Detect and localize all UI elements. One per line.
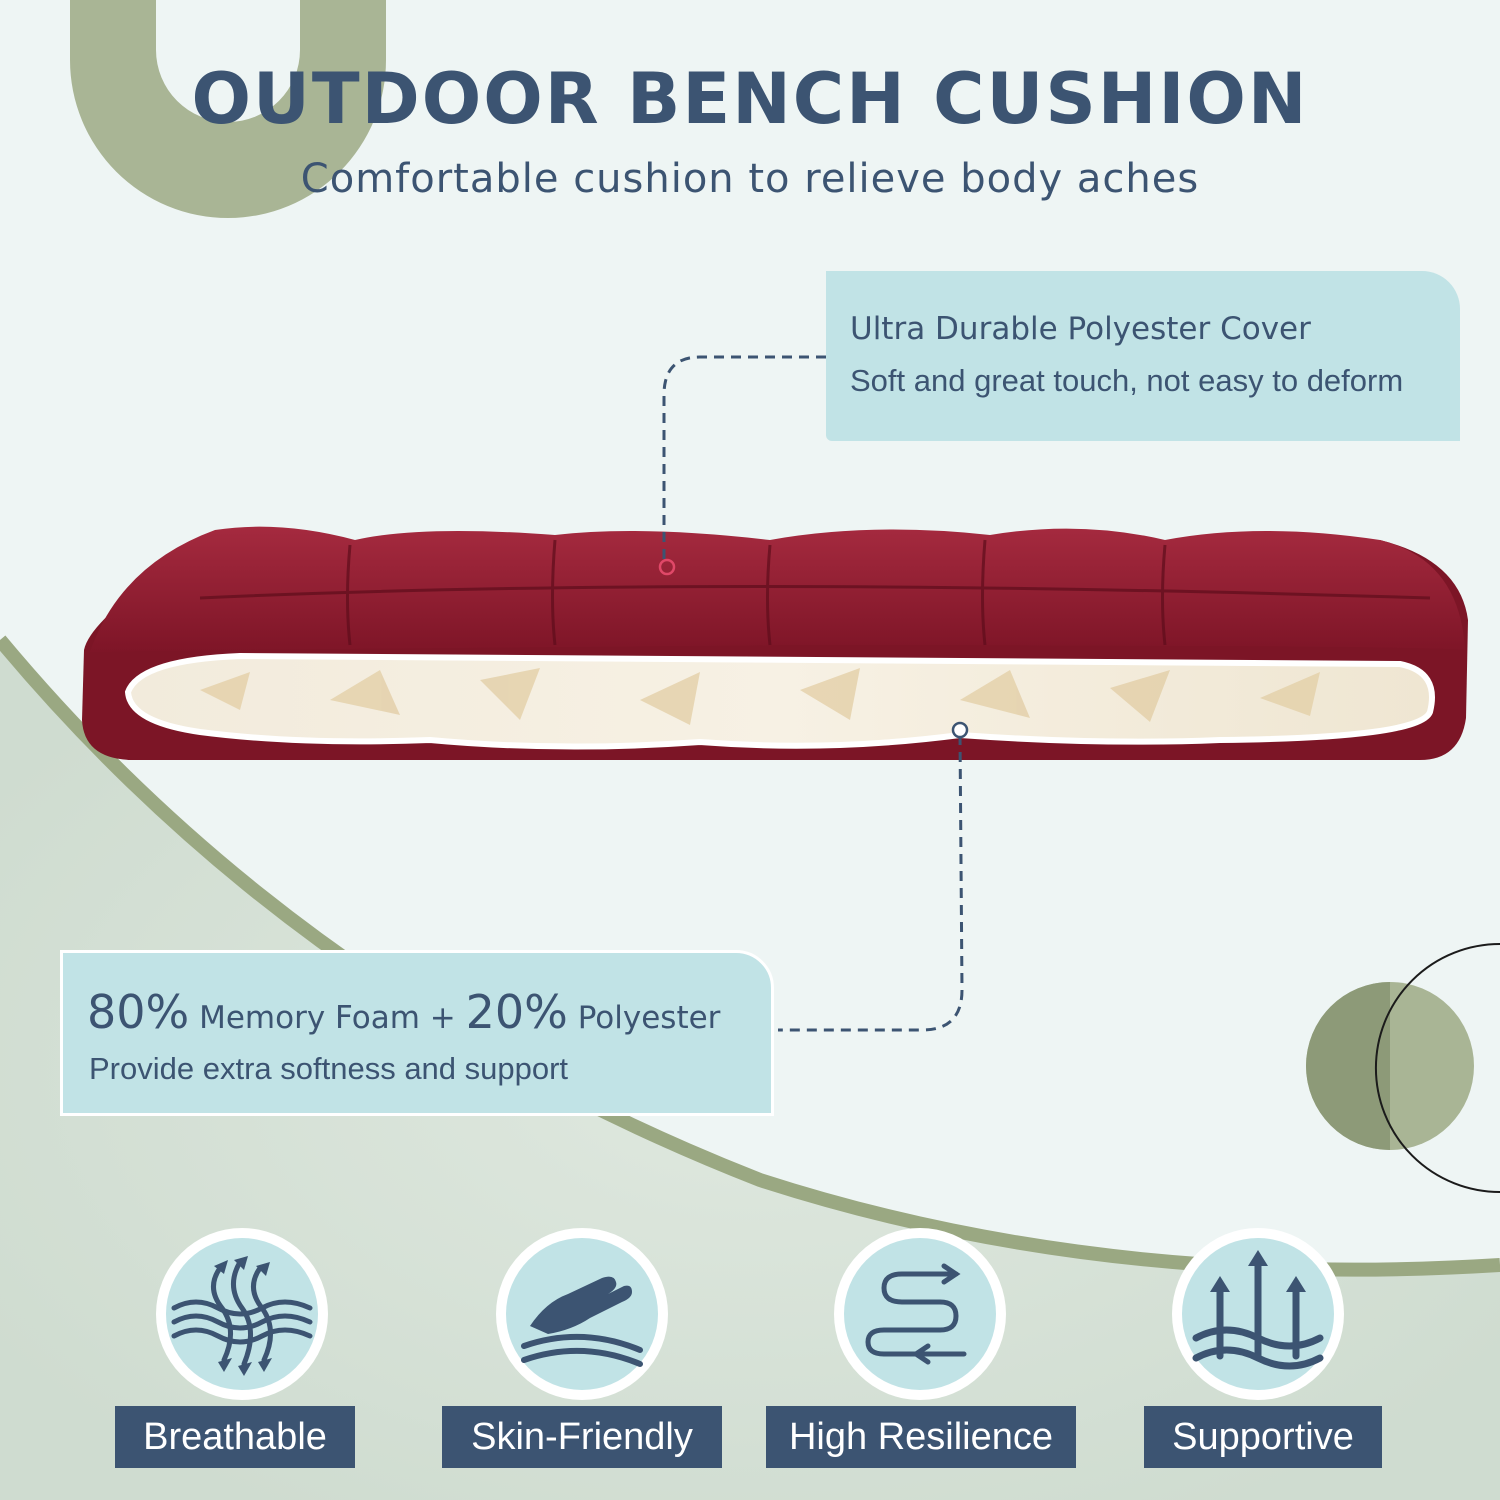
cover-description: Soft and great touch, not easy to deform: [850, 363, 1404, 398]
sage-circle-shadow: [1306, 982, 1390, 1150]
outline-circle-decoration: [1375, 943, 1500, 1193]
supportive-arrows-icon: [1172, 1228, 1344, 1400]
filling-callout: 80% Memory Foam + 20% Polyester Provide …: [60, 950, 774, 1116]
memory-foam-label: Memory Foam +: [189, 1000, 466, 1036]
cover-heading: Ultra Durable Polyester Cover: [850, 311, 1311, 347]
breathable-airflow-icon: [156, 1228, 328, 1400]
polyester-percent: 20%: [465, 985, 568, 1039]
lower-mist-area: [0, 640, 1500, 1500]
cover-callout: Ultra Durable Polyester Cover Soft and g…: [826, 271, 1460, 441]
feature-label-skin-friendly: Skin-Friendly: [442, 1406, 722, 1468]
foam-cross-section: [124, 652, 1435, 750]
polyester-label: Polyester: [567, 1000, 721, 1036]
filling-heading: 80% Memory Foam + 20% Polyester: [87, 985, 720, 1039]
cover-leader-line: [662, 355, 826, 562]
cushion-top: [90, 526, 1465, 652]
filling-marker: [951, 721, 969, 739]
feature-label-supportive: Supportive: [1144, 1406, 1382, 1468]
feature-label-breathable: Breathable: [115, 1406, 355, 1468]
feature-label-high-resilience: High Resilience: [766, 1406, 1076, 1468]
filling-description: Provide extra softness and support: [89, 1051, 569, 1086]
page-subtitle: Comfortable cushion to relieve body ache…: [300, 156, 1200, 202]
memory-foam-percent: 80%: [87, 985, 190, 1039]
page-title: OUTDOOR BENCH CUSHION: [191, 58, 1309, 140]
resilience-arrows-icon: [834, 1228, 1006, 1400]
skin-friendly-hand-icon: [496, 1228, 668, 1400]
sage-arc-decoration: [70, 0, 386, 218]
filling-leader-line: [778, 734, 964, 1032]
cover-marker: [658, 558, 676, 576]
